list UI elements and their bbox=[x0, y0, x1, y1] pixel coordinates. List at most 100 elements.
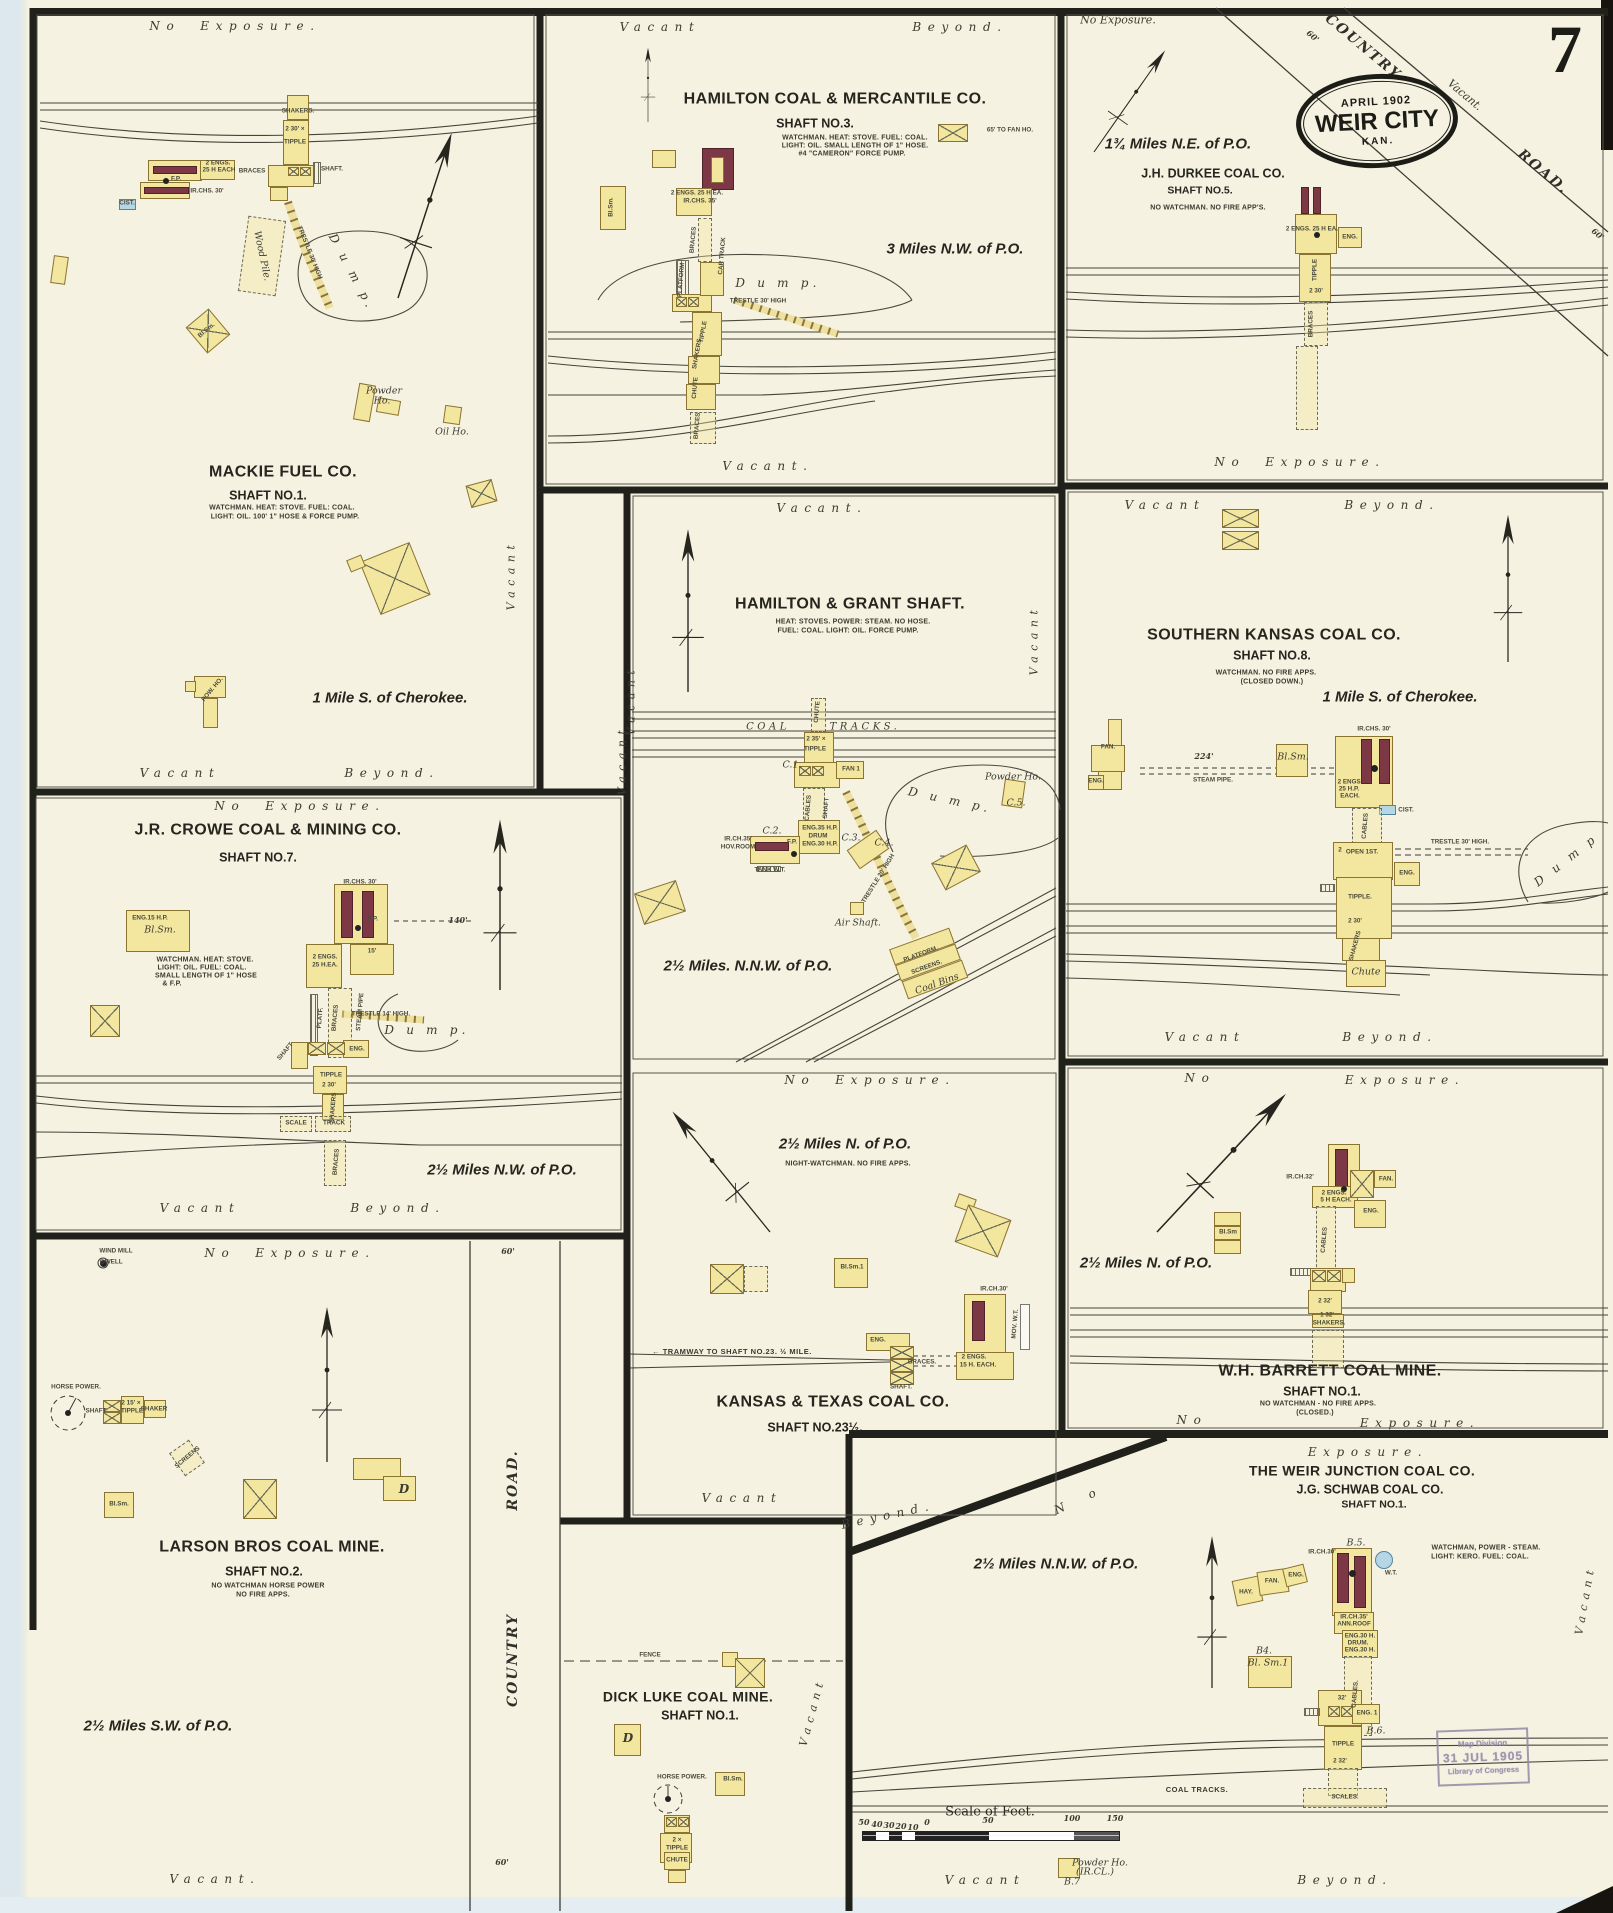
map-label: ENG. 1 bbox=[1356, 1709, 1378, 1717]
map-label: BRACES bbox=[688, 226, 698, 254]
map-label: B.6. bbox=[1366, 1725, 1386, 1737]
building bbox=[735, 1658, 765, 1688]
building bbox=[1338, 227, 1362, 248]
map-label: FUEL: COAL. LIGHT: OIL. FORCE PUMP. bbox=[777, 627, 919, 635]
map-label: PLATF. bbox=[315, 1007, 325, 1029]
map-label: SHAKERS bbox=[691, 338, 704, 370]
edge-label: Exposure. bbox=[1307, 1445, 1429, 1459]
building bbox=[1301, 187, 1309, 214]
map-label: SHAFT. bbox=[889, 1383, 913, 1391]
panel-title-barrett: W.H. BARRETT COAL MINE. bbox=[1218, 1362, 1442, 1380]
building bbox=[1296, 346, 1318, 430]
map-label: 140' bbox=[448, 915, 468, 925]
map-label: Vacant bbox=[796, 1676, 828, 1748]
sheet-number: 7 bbox=[1548, 11, 1582, 87]
building bbox=[144, 1400, 166, 1418]
building bbox=[811, 698, 826, 732]
building bbox=[203, 698, 218, 728]
map-label: WATCHMAN. HEAT: STOVE. bbox=[156, 956, 254, 964]
building bbox=[890, 1346, 914, 1359]
building bbox=[350, 944, 394, 975]
edge-label: Vacant bbox=[619, 20, 701, 34]
map-label: 2 30' × bbox=[285, 125, 305, 133]
map-label: Beyond. bbox=[344, 766, 440, 780]
building bbox=[362, 891, 374, 938]
map-label: IR.CH.35' bbox=[724, 835, 752, 843]
map-label: 100 bbox=[1063, 1813, 1081, 1823]
building bbox=[300, 167, 311, 176]
edge-label: FENCE bbox=[639, 1651, 661, 1659]
map-label: SHAFT NO.1. bbox=[229, 488, 307, 503]
map-label: 40 bbox=[871, 1819, 883, 1829]
building bbox=[804, 732, 834, 764]
map-label: 15' bbox=[367, 947, 377, 955]
map-label: SHAFT. bbox=[320, 165, 344, 173]
map-label: NO WATCHMAN - NO FIRE APPS. bbox=[1259, 1400, 1377, 1408]
map-label: 2 bbox=[1338, 846, 1342, 854]
map-label: Vacant bbox=[701, 1491, 783, 1505]
map-label: BRACES bbox=[331, 1148, 341, 1176]
panel-title-dick-luke: DICK LUKE COAL MINE. bbox=[602, 1688, 774, 1705]
map-label: SHAFT NO.3. bbox=[776, 116, 854, 131]
page-edge-left bbox=[0, 0, 27, 1913]
map-label: 60' bbox=[501, 1246, 515, 1256]
map-label: CABLES bbox=[1360, 812, 1370, 840]
map-label: 2 ENGS. 25 H EA. bbox=[670, 189, 724, 197]
map-label: 2½ Miles N. of P.O. bbox=[778, 1135, 912, 1153]
building bbox=[1299, 254, 1331, 302]
map-label: TRESTLE 14' HIGH. bbox=[351, 1010, 411, 1018]
map-label: N o bbox=[1051, 1482, 1105, 1518]
map-label: ENG. bbox=[1399, 869, 1415, 877]
map-label: 60' bbox=[495, 1857, 509, 1867]
building bbox=[1314, 232, 1320, 238]
building bbox=[90, 1005, 120, 1037]
map-label: Powder Ho. bbox=[1072, 1857, 1128, 1869]
building bbox=[103, 1412, 121, 1424]
building bbox=[890, 1372, 914, 1385]
building bbox=[1304, 302, 1328, 346]
map-label: SHAFT NO.1. bbox=[661, 1708, 739, 1723]
map-label: IR.CHS. 35' bbox=[683, 197, 717, 205]
map-label: No Exposure. bbox=[204, 1246, 376, 1260]
map-label: SHAFT NO.1. bbox=[1283, 1384, 1361, 1399]
building bbox=[676, 188, 712, 216]
building bbox=[1308, 1290, 1342, 1314]
map-label: HOV.ROOM bbox=[720, 843, 756, 851]
map-label: Bl.Sm. bbox=[109, 1500, 129, 1508]
map-label: Ho. bbox=[373, 395, 391, 407]
building bbox=[799, 766, 811, 776]
building bbox=[834, 1258, 868, 1288]
edge-label: No Exposure. bbox=[214, 799, 386, 813]
map-label: Exposure. bbox=[1359, 1416, 1481, 1430]
map-label: IR.CH.35' bbox=[1340, 1613, 1368, 1621]
building bbox=[341, 891, 353, 938]
map-label: Vacant. bbox=[722, 459, 814, 473]
building bbox=[700, 262, 724, 296]
building bbox=[1346, 960, 1386, 987]
building bbox=[688, 356, 720, 384]
building bbox=[1214, 1226, 1241, 1240]
building bbox=[1304, 1708, 1320, 1716]
building bbox=[270, 187, 288, 201]
building bbox=[1214, 1212, 1241, 1226]
map-label: (IR.CL.) bbox=[1076, 1866, 1114, 1878]
map-label: C.5. bbox=[1006, 797, 1026, 809]
map-label: SCALE bbox=[285, 1119, 307, 1127]
map-label: 2½ Miles S.W. of P.O. bbox=[83, 1717, 233, 1735]
map-label: 20 bbox=[895, 1821, 907, 1831]
map-label: TANK W.T. bbox=[754, 866, 786, 874]
building bbox=[664, 1852, 690, 1870]
map-label: CABLES bbox=[803, 794, 813, 822]
building bbox=[956, 1352, 1014, 1380]
building bbox=[798, 820, 840, 854]
building bbox=[1222, 531, 1259, 550]
map-label: F.P. bbox=[786, 838, 798, 846]
map-label: COAL bbox=[746, 721, 790, 733]
map-label: TIPPLE bbox=[319, 1071, 343, 1079]
map-label: Beyond. bbox=[350, 1201, 446, 1215]
map-label: FAN. bbox=[1100, 743, 1116, 751]
map-label: ENG. bbox=[870, 1336, 886, 1344]
building bbox=[121, 1396, 144, 1424]
map-label: CHUTE bbox=[666, 1856, 688, 1864]
panel-title-crowe: J.R. CROWE COAL & MINING CO. bbox=[134, 821, 402, 839]
